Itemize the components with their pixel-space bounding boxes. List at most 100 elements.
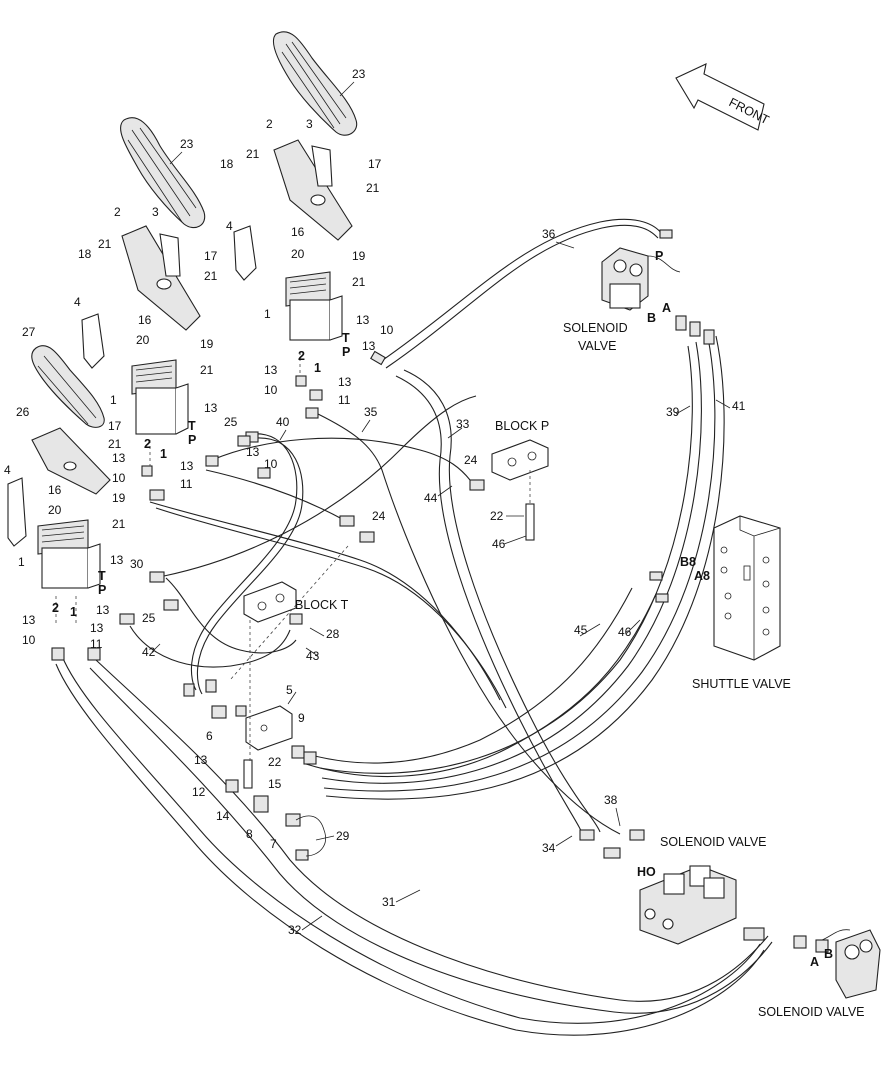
port-b8: B8 [680,555,696,569]
callout-18-a: 18 [220,157,234,171]
callout-21-d: 21 [98,237,112,251]
callout-33: 33 [456,417,470,431]
callout-22-b: 22 [490,509,504,523]
callout-21-e: 21 [204,269,218,283]
pedal-arm-mid [121,225,201,331]
callout-2-a: 2 [266,117,273,131]
port-a8: A8 [694,569,710,583]
callout-13-j: 13 [96,603,110,617]
bracket-mid [81,313,105,369]
callout-13-a: 13 [356,313,370,327]
port-p-right: P [342,345,350,359]
callout-46: 46 [492,537,506,551]
callout-25-b: 25 [142,611,156,625]
port-p-mid: P [188,433,196,447]
port-t-left: T [98,569,106,583]
callout-6: 6 [206,729,213,743]
port-1-right: 1 [314,361,321,375]
solenoid-valve-mid [639,865,737,945]
callout-44: 45 [574,623,588,637]
block-p [491,439,549,481]
callout-45: 46 [618,625,632,639]
callout-1-a: 1 [264,307,271,321]
port-1-mid: 1 [160,447,167,461]
callout-21-g: 21 [108,437,122,451]
callout-11-c: 11 [90,637,103,651]
callout-30: 30 [130,557,144,571]
callout-42: 42 [142,645,156,659]
port-b-bottom: B [824,947,833,961]
bracket-left [7,477,27,547]
callout-16-a: 16 [291,225,305,239]
pilot-valve-right [285,271,343,341]
callout-24-a: 24 [464,453,478,467]
callout-13-d: 13 [338,375,352,389]
callout-5: 5 [286,683,293,697]
callout-19-a: 19 [352,249,366,263]
callout-41: 43 [306,649,320,663]
callout-24-b: 24 [372,509,386,523]
callout-19-c: 19 [112,491,126,505]
callout-9: 9 [298,711,305,725]
callout-13-e: 13 [204,401,218,415]
callout-13-g: 13 [112,451,126,465]
callout-4-c: 4 [4,463,11,477]
port-p-left: P [98,583,106,597]
callout-12: 12 [192,785,206,799]
callout-20-a: 20 [291,247,305,261]
callout-27: 27 [22,325,36,339]
solenoid-valve-top-label-2: VALVE [578,339,616,353]
callout-25-a: 25 [224,415,238,429]
callout-13-f: 13 [246,445,260,459]
callout-11-b: 11 [180,477,193,491]
callout-29: 29 [336,829,350,843]
callout-10-b: 10 [264,383,278,397]
hose-lines [55,218,773,1036]
callout-3-b: 3 [152,205,159,219]
callout-10-e: 10 [22,633,36,647]
callout-13-i: 13 [110,553,124,567]
port-p-top: P [655,249,663,263]
callout-21-h: 21 [112,517,126,531]
callout-13-b: 13 [362,339,376,353]
block-t-label: BLOCK T [295,598,349,612]
block-t [243,581,297,623]
callout-38: 39 [666,405,680,419]
port-1-left: 1 [70,605,77,619]
callout-13-k: 13 [22,613,36,627]
callout-13-m: 13 [194,753,208,767]
callout-1-c: 1 [18,555,25,569]
callout-1-b: 1 [110,393,117,407]
bracket-right [233,225,257,281]
port-ho: HO [637,865,656,879]
callout-36: 36 [542,227,556,241]
callout-28: 28 [326,627,340,641]
callout-16-c: 16 [48,483,62,497]
callout-11-a: 11 [338,393,351,407]
manifold-block-5 [245,705,293,751]
callout-16-b: 16 [138,313,152,327]
callout-19-b: 19 [200,337,214,351]
callout-23-b: 23 [180,137,194,151]
callout-18-b: 18 [78,247,92,261]
callout-13-h: 13 [180,459,194,473]
callout-34: 34 [542,841,556,855]
pedal-arm-right [273,139,353,241]
solenoid-valve-bottom [821,929,881,999]
callout-15: 15 [268,777,282,791]
solenoid-valve-top [601,247,681,311]
fittings [51,229,829,953]
callout-4-a: 4 [226,219,233,233]
callout-26: 26 [16,405,30,419]
callout-39: 41 [732,399,746,413]
solenoid-valve-bottom-label: SOLENOID VALVE [758,1005,865,1019]
callout-2-b: 2 [114,205,121,219]
callout-8: 8 [246,827,253,841]
solenoid-valve-mid-label: SOLENOID VALVE [660,835,767,849]
callout-32: 32 [288,923,302,937]
callout-10-c: 10 [264,457,278,471]
port-a-bottom: A [810,955,819,969]
pedal-arm-left [31,427,111,495]
callout-31: 31 [382,895,396,909]
